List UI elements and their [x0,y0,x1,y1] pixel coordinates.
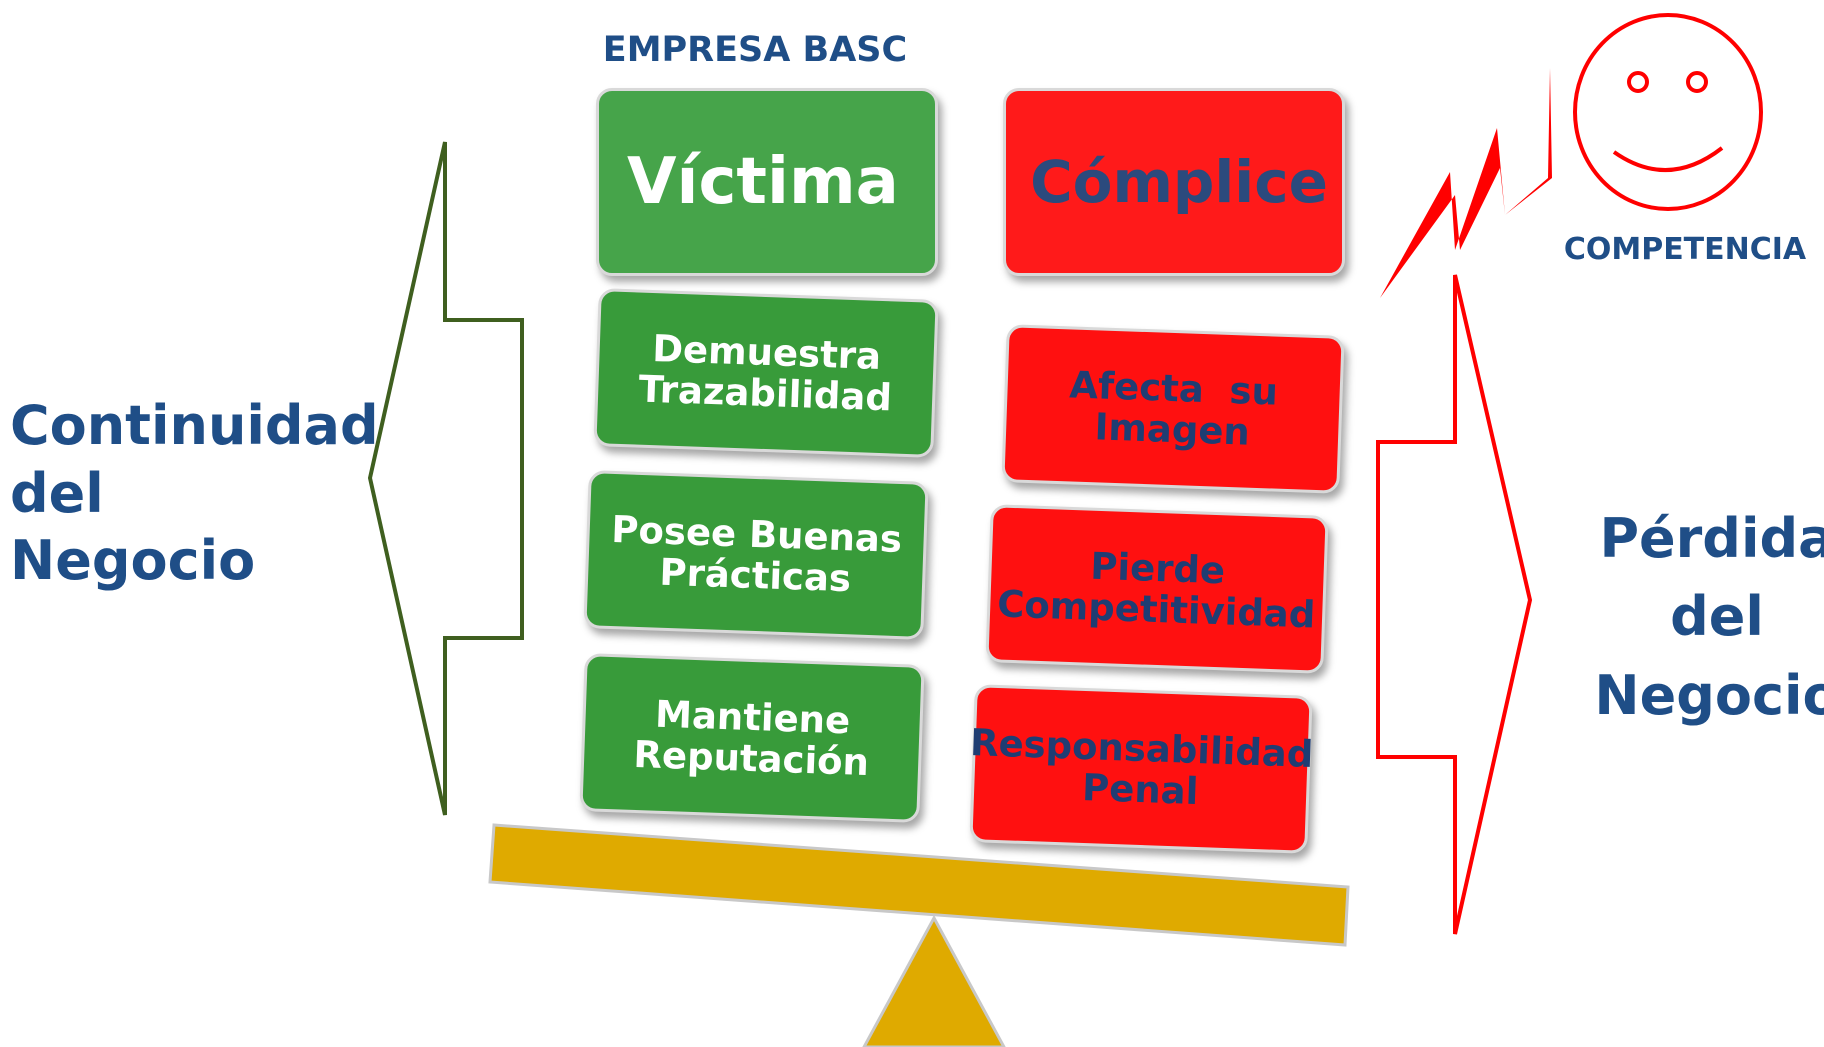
company-title: EMPRESA BASC [602,30,908,70]
loss-label-line1: Pérdida [1599,507,1824,570]
loss-label-line2: del [1670,585,1764,649]
accomplice-item-criminal-liability: Responsabilidad Penal [969,684,1314,854]
victim-item-good-practices: Posee Buenas Prácticas [583,470,929,640]
victim-item-3-line2: Reputación [632,732,870,785]
victim-item-traceability: Demuestra Trazabilidad [593,288,939,458]
smiley-face-icon [1573,13,1763,211]
victim-heading: Víctima [596,88,938,276]
accomplice-item-competitiveness: Pierde Competitividad [985,504,1329,674]
balance-fulcrum [862,914,1006,1047]
accomplice-item-image: Afecta su Imagen [1001,324,1345,494]
competition-label: COMPETENCIA [1563,232,1807,267]
continuity-label-line2: del Negocio [10,461,256,593]
lightning-bolt-icon [1380,68,1552,298]
accomplice-item-2-line2: Competitividad [996,582,1317,637]
balance-beam [488,823,1350,947]
victim-item-reputation: Mantiene Reputación [579,653,925,823]
loss-label: Pérdida del Negocio [1592,500,1824,735]
accomplice-item-1-line2: Imagen [1093,405,1251,454]
victim-item-1-line2: Trazabilidad [637,367,893,420]
continuity-arrow [367,141,524,816]
continuity-label: Continuidad del Negocio [0,392,379,595]
continuity-label-line1: Continuidad [10,394,379,457]
loss-label-line3: Negocio [1594,663,1824,727]
accomplice-heading: Cómplice [1003,88,1345,276]
loss-arrow [1376,274,1533,935]
